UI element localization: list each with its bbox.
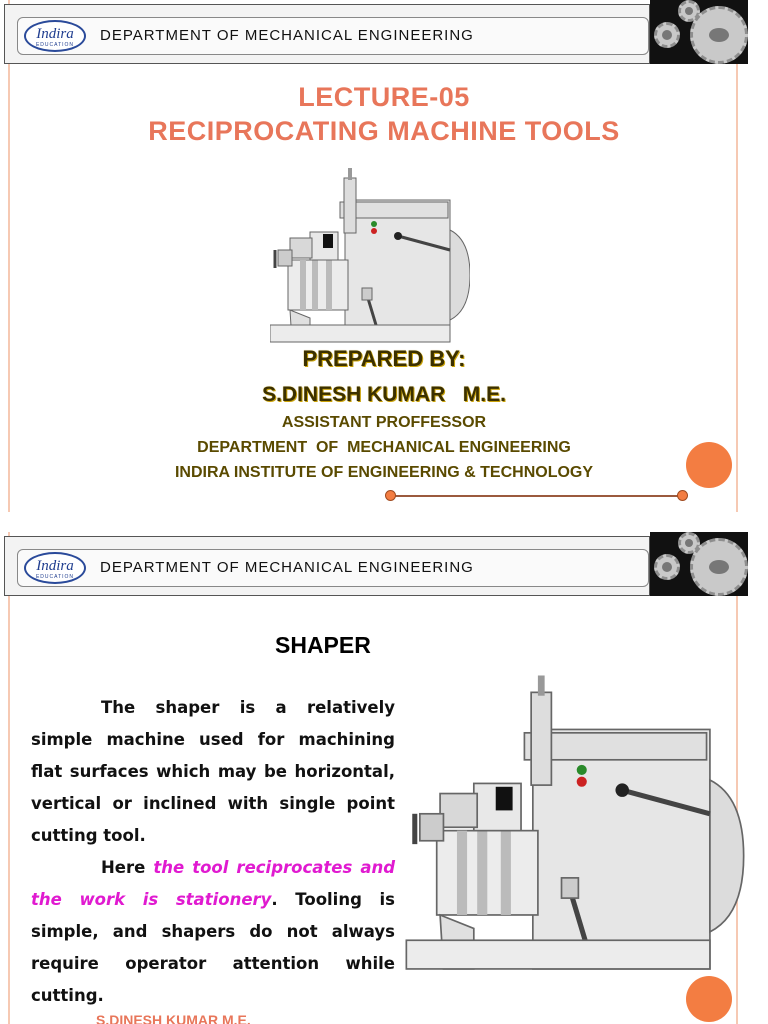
author-name: S.DINESH KUMAR M.E. xyxy=(262,383,506,406)
author-designation: ASSISTANT PROFFESSOR xyxy=(281,414,487,431)
header-department: DEPARTMENT OF MECHANICAL ENGINEERING xyxy=(100,559,474,576)
decor-dot xyxy=(686,442,732,488)
gear-icon xyxy=(654,554,680,580)
indira-logo: Indira EDUCATION xyxy=(24,552,86,584)
gear-graphic xyxy=(650,532,748,596)
margin-line-right xyxy=(736,0,738,512)
lecture-number: LECTURE-05 xyxy=(298,82,470,112)
header-inner: Indira EDUCATION DEPARTMENT OF MECHANICA… xyxy=(17,549,649,587)
gear-icon xyxy=(654,22,680,48)
header-department: DEPARTMENT OF MECHANICAL ENGINEERING xyxy=(100,27,474,44)
slide-2: Indira EDUCATION DEPARTMENT OF MECHANICA… xyxy=(0,532,768,1024)
gear-icon xyxy=(678,0,700,22)
author-institute: INDIRA INSTITUTE OF ENGINEERING & TECHNO… xyxy=(174,464,594,481)
indira-logo: Indira EDUCATION xyxy=(24,20,86,52)
para2-rest: . Tooling is simple, and shapers do not … xyxy=(31,890,395,1005)
margin-line-left xyxy=(8,532,10,1024)
gear-icon xyxy=(690,6,748,64)
para2-lead: Here xyxy=(101,858,154,877)
divider-rule xyxy=(390,495,682,497)
lecture-title: RECIPROCATING MACHINE TOOLS xyxy=(148,116,620,146)
margin-line-right xyxy=(736,532,738,1024)
slide-separator xyxy=(0,512,768,532)
margin-line-left xyxy=(8,0,10,512)
paragraph-1: The shaper is a relatively simple machin… xyxy=(31,698,395,845)
gear-icon xyxy=(678,532,700,554)
para2-highlight: the tool reciprocates and the work is st… xyxy=(31,858,396,909)
logo-subtext: EDUCATION xyxy=(35,42,75,48)
header-banner: Indira EDUCATION DEPARTMENT OF MECHANICA… xyxy=(4,4,650,64)
gear-graphic xyxy=(650,0,748,64)
gear-icon xyxy=(690,538,748,596)
logo-text: Indira xyxy=(36,26,74,42)
shaper-illustration-large xyxy=(405,675,745,970)
footer-author: S.DINESH KUMAR M.E. xyxy=(96,1012,251,1024)
author-department: DEPARTMENT OF MECHANICAL ENGINEERING xyxy=(197,439,571,456)
rule-end-dot xyxy=(677,490,688,501)
shaper-description: The shaper is a relatively simple machin… xyxy=(31,692,395,1012)
slide-title: SHAPER xyxy=(275,632,371,658)
slide-1: Indira EDUCATION DEPARTMENT OF MECHANICA… xyxy=(4,0,748,512)
decor-dot xyxy=(686,976,732,1022)
logo-subtext: EDUCATION xyxy=(35,574,75,580)
header-inner: Indira EDUCATION DEPARTMENT OF MECHANICA… xyxy=(17,17,649,55)
shaper-illustration xyxy=(270,168,470,343)
rule-end-dot xyxy=(385,490,396,501)
logo-text: Indira xyxy=(36,558,74,574)
prepared-by-label: PREPARED BY: xyxy=(302,346,466,371)
header-banner: Indira EDUCATION DEPARTMENT OF MECHANICA… xyxy=(4,536,650,596)
paragraph-2: Here the tool reciprocates and the work … xyxy=(31,852,395,1012)
